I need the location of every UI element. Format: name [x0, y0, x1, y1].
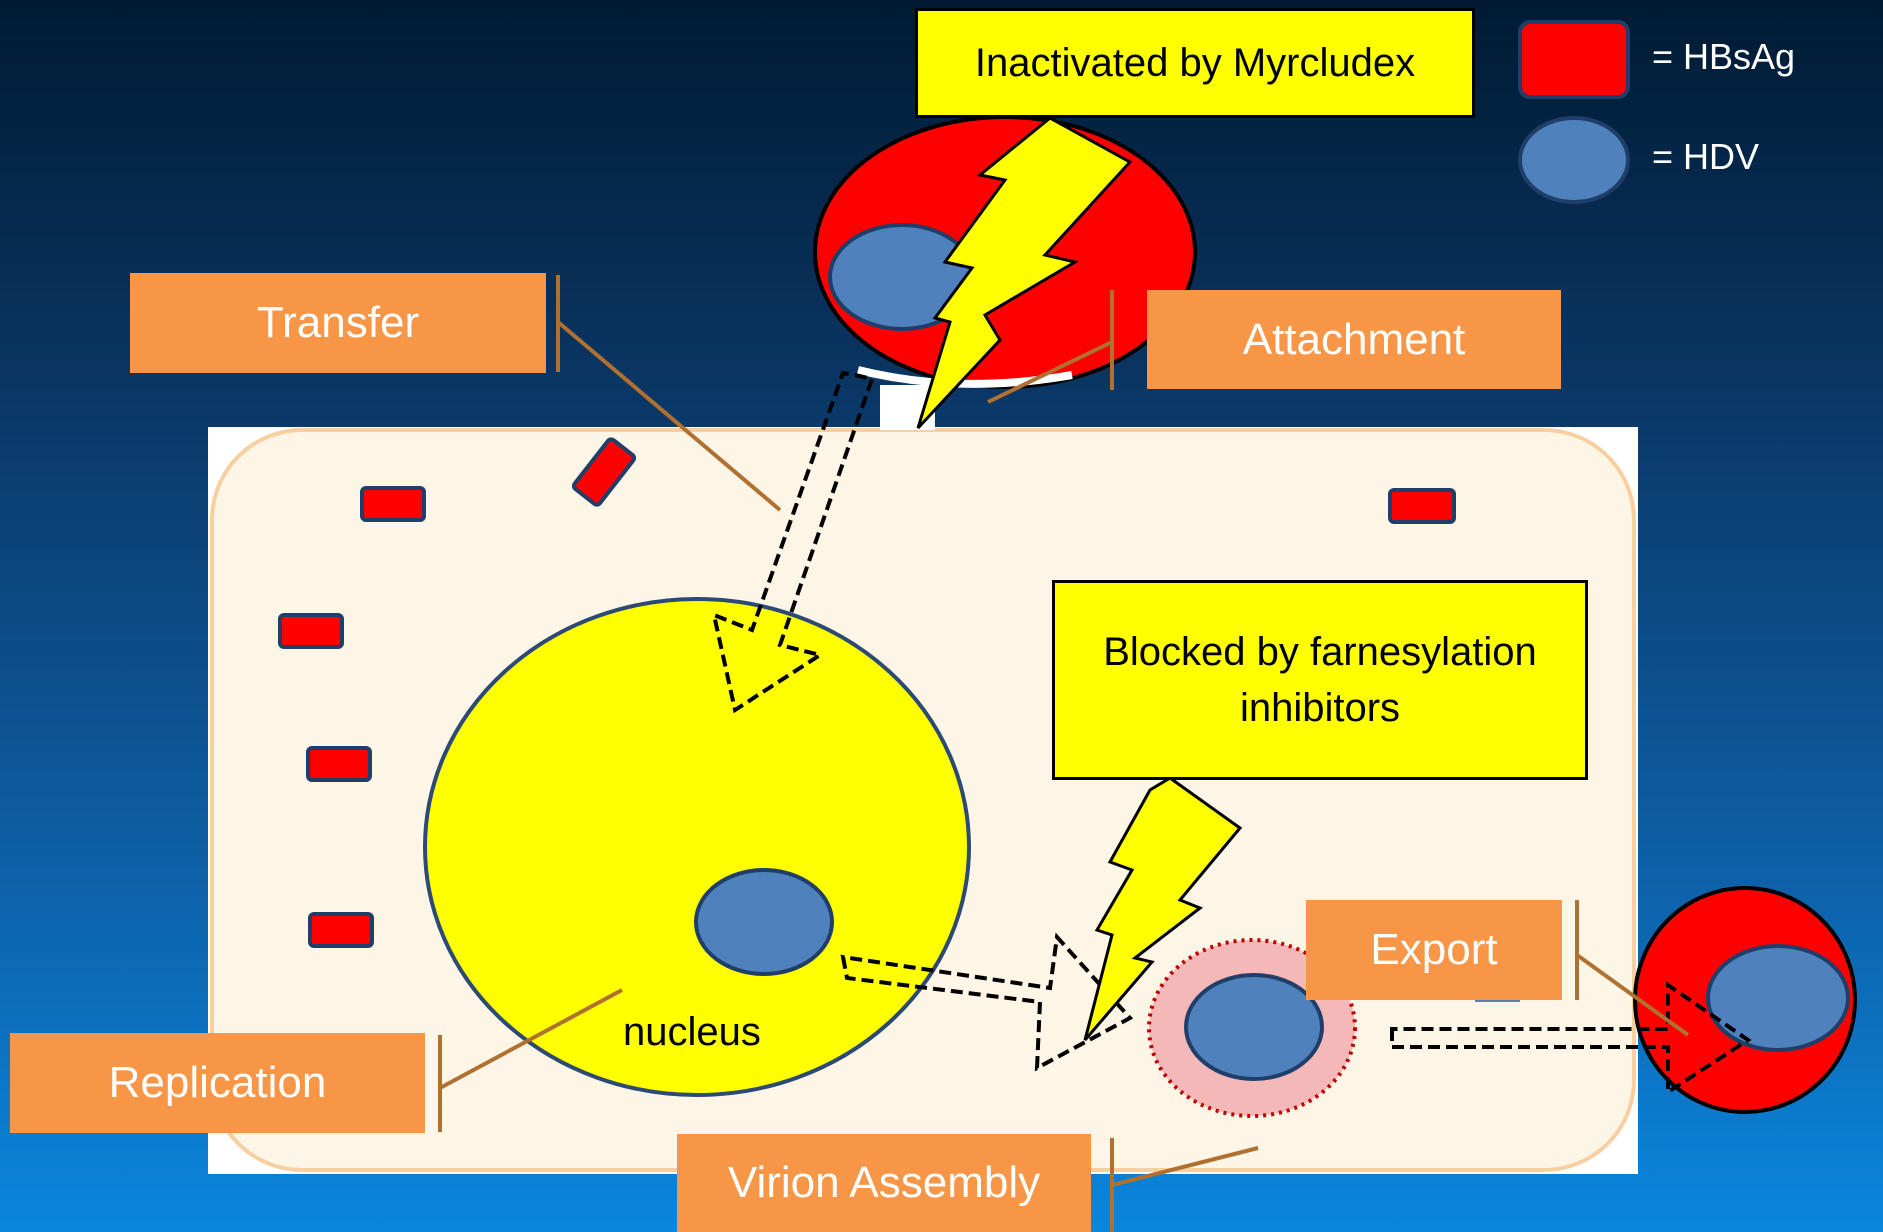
- step-label-attachment: Attachment: [1147, 290, 1561, 389]
- step-label-export: Export: [1306, 900, 1562, 1000]
- myrcludex-callout: Inactivated by Myrcludex: [915, 8, 1475, 118]
- farnesylation-callout: Blocked by farnesylation inhibitors: [1052, 580, 1588, 780]
- exiting-virion-hdv: [1708, 946, 1848, 1050]
- nuclear-hdv: [696, 870, 832, 974]
- legend-hbsag-swatch: [1520, 22, 1628, 97]
- step-label-transfer: Transfer: [130, 273, 546, 373]
- step-label-virion-assembly: Virion Assembly: [677, 1134, 1091, 1232]
- farnesylation-callout-line2: inhibitors: [1240, 680, 1400, 736]
- legend-hdv-swatch: [1520, 118, 1628, 202]
- hbsag-particle: [308, 748, 370, 780]
- hbsag-particle: [1390, 490, 1454, 522]
- hbsag-particle: [362, 488, 424, 520]
- hbsag-particle: [310, 914, 372, 946]
- hbsag-particle: [280, 615, 342, 647]
- legend-hbsag-label: = HBsAg: [1652, 36, 1795, 78]
- nucleus-label: nucleus: [623, 1010, 761, 1055]
- legend-hdv-label: = HDV: [1652, 136, 1759, 178]
- farnesylation-callout-line1: Blocked by farnesylation: [1103, 624, 1537, 680]
- assembling-virion-hdv: [1186, 975, 1322, 1079]
- step-label-replication: Replication: [10, 1033, 425, 1133]
